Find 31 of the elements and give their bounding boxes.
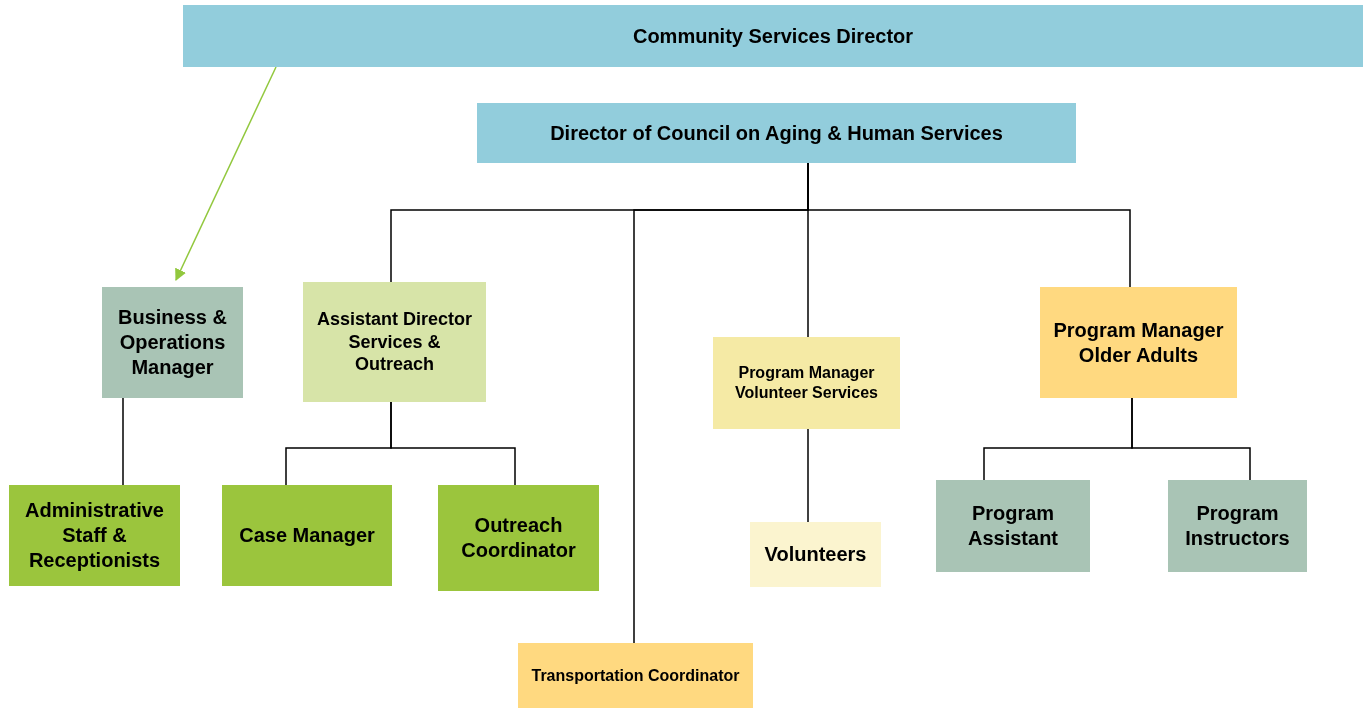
role-title: Case Manager [239,523,375,548]
connector-line [807,428,809,523]
org-box [750,522,881,587]
org-box [303,282,486,402]
role-title: Administrative Staff & Receptionists [24,498,165,573]
org-box [9,485,180,586]
role-title: Assistant Director Services & Outreach [315,308,474,376]
role-title: Transportation Coordinator [531,665,740,686]
role-title: Program Manager Volunteer Services [734,363,879,403]
org-box [713,337,900,429]
org-box [518,643,753,708]
org-box [1040,287,1237,398]
org-box [936,480,1090,572]
role-title: Outreach Coordinator [460,513,577,563]
role-title: Volunteers [764,542,867,567]
role-title: Program Manager Older Adults [1052,317,1225,368]
connector-line [122,397,124,486]
org-box [1168,480,1307,572]
org-box [438,485,599,591]
role-title: Director of Council on Aging & Human Services [550,120,1003,146]
role-title: Program Instructors [1184,501,1291,551]
org-box [222,485,392,586]
role-title: Business & Operations Manager [117,305,228,380]
role-title: Community Services Director [632,23,914,49]
org-box [102,287,243,398]
arrow [175,66,277,282]
connector-line [390,401,516,486]
role-title: Program Assistant [967,501,1059,551]
connector-line [1131,397,1251,481]
org-box [477,103,1076,163]
org-box [183,5,1363,67]
